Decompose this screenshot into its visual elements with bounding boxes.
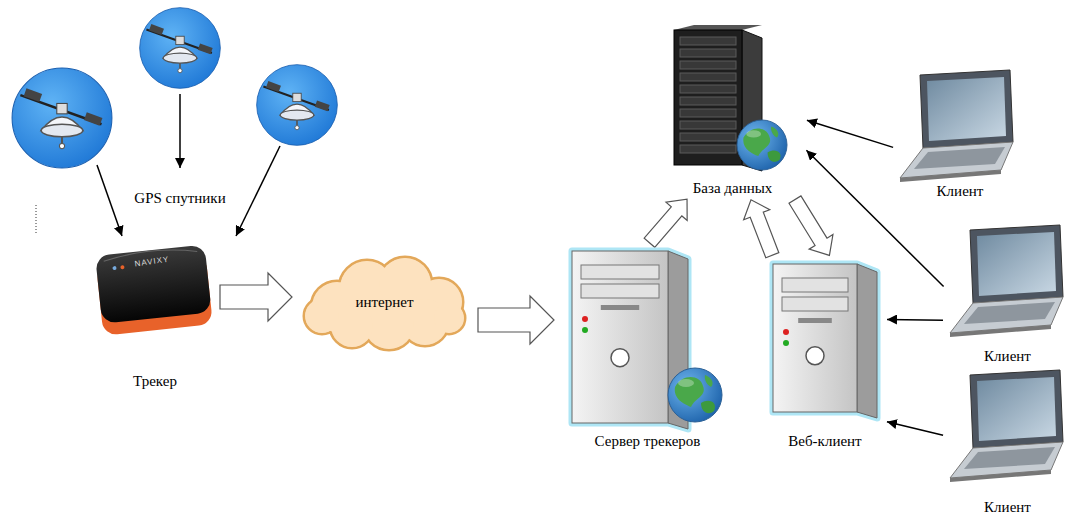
server-drawing	[560, 245, 735, 450]
node-label: Сервер трекеров	[593, 432, 703, 450]
web-client-server: Веб-клиент	[765, 258, 885, 450]
tracker-server: Сервер трекеров	[560, 245, 735, 450]
client-laptop: Клиент	[895, 70, 1025, 200]
node-label: Клиент	[935, 182, 986, 200]
laptop-drawing	[895, 70, 1025, 200]
laptop-drawing	[945, 370, 1070, 516]
satellite-icon	[12, 68, 112, 168]
block-arrow	[644, 199, 687, 247]
database-server: База данных	[660, 25, 805, 197]
block-arrow	[744, 200, 779, 258]
laptop-drawing	[945, 225, 1070, 365]
signal-arrow	[236, 146, 280, 236]
node-label: База данных	[691, 179, 775, 197]
db-drawing	[660, 25, 805, 197]
node-label: Клиент	[982, 347, 1033, 365]
node-label: интернет	[353, 293, 415, 311]
dotted-mark	[36, 205, 37, 233]
node-label: Клиент	[982, 498, 1033, 516]
client-laptop: Клиент	[945, 225, 1070, 365]
gps-satellites	[12, 8, 337, 168]
group-label: GPS спутники	[134, 189, 225, 207]
satellite-icon	[140, 8, 221, 89]
node-label: Веб-клиент	[786, 432, 863, 450]
signal-arrow	[97, 165, 122, 236]
block-arrow	[220, 273, 292, 321]
node-label: Трекер	[131, 372, 179, 390]
block-arrow	[789, 196, 833, 256]
globe-icon	[737, 120, 787, 170]
satellite-icon	[257, 65, 338, 146]
signal-arrow	[179, 94, 181, 168]
globe-icon	[668, 368, 722, 422]
block-arrow	[478, 296, 554, 344]
data-arrow	[887, 422, 943, 436]
web-drawing	[765, 258, 885, 450]
data-arrow	[807, 120, 893, 147]
satellite-signal-arrows	[97, 94, 280, 236]
data-arrow	[887, 319, 943, 321]
internet-cloud: интернет	[297, 252, 472, 352]
client-laptop: Клиент	[945, 370, 1070, 516]
